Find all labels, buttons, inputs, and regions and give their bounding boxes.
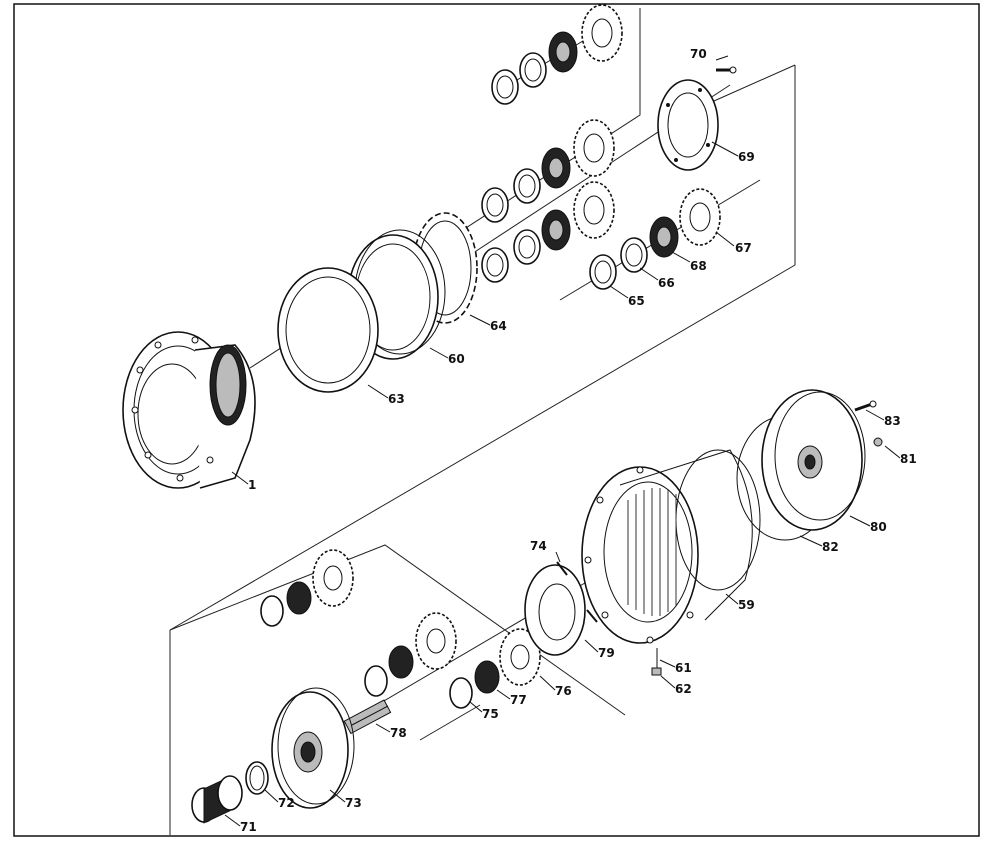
label-71: 71: [240, 820, 257, 834]
label-65: 65: [628, 294, 645, 308]
input-gear: [191, 775, 243, 824]
thrust-plate: [524, 561, 598, 656]
label-75: 75: [482, 707, 499, 721]
label-74: 74: [530, 539, 547, 553]
lower-assembly: [169, 389, 883, 835]
label-61: 61: [675, 661, 692, 675]
label-59: 59: [738, 598, 755, 612]
o-ring: [277, 267, 379, 393]
drain-plug: [651, 648, 662, 676]
label-69: 69: [738, 150, 755, 164]
label-62: 62: [675, 682, 692, 696]
label-64: 64: [490, 319, 507, 333]
sun-shaft: [343, 699, 392, 735]
label-66: 66: [658, 276, 675, 290]
label-76: 76: [555, 684, 572, 698]
label-68: 68: [690, 259, 707, 273]
cover-plug: [873, 437, 883, 447]
end-cover: [761, 389, 866, 531]
label-78: 78: [390, 726, 407, 740]
label-80: 80: [870, 520, 887, 534]
label-83: 83: [884, 414, 901, 428]
label-82: 82: [822, 540, 839, 554]
planet-gear-set-center: [364, 612, 457, 697]
planet-gear-set-right: [449, 628, 541, 709]
middle-gear-set-lower: [481, 181, 615, 283]
label-81: 81: [900, 452, 917, 466]
planet-gear-set-left: [260, 549, 354, 627]
label-1: 1: [248, 478, 256, 492]
cover-bolt: [854, 400, 877, 412]
label-70: 70: [690, 47, 707, 61]
top-gear-set: [491, 4, 623, 105]
label-leaders: [224, 55, 901, 827]
planet-carrier: [271, 687, 355, 809]
label-77: 77: [510, 693, 527, 707]
carrier-plate: [657, 79, 719, 171]
snap-ring: [245, 761, 269, 795]
label-73: 73: [345, 796, 362, 810]
label-63: 63: [388, 392, 405, 406]
page-border: [13, 3, 980, 837]
bolt: [716, 66, 737, 74]
ring-gear-housing: [581, 449, 761, 644]
part-labels: 70 69 67 68 66 65 64 60 63 1 83 81 80 82…: [240, 47, 917, 834]
middle-gear-set-upper: [481, 119, 615, 223]
label-79: 79: [598, 646, 615, 660]
label-67: 67: [735, 241, 752, 255]
right-gear-set: [589, 188, 721, 290]
label-72: 72: [278, 796, 295, 810]
upper-assembly: [122, 4, 796, 631]
label-60: 60: [448, 352, 465, 366]
hub-housing: [122, 331, 256, 489]
